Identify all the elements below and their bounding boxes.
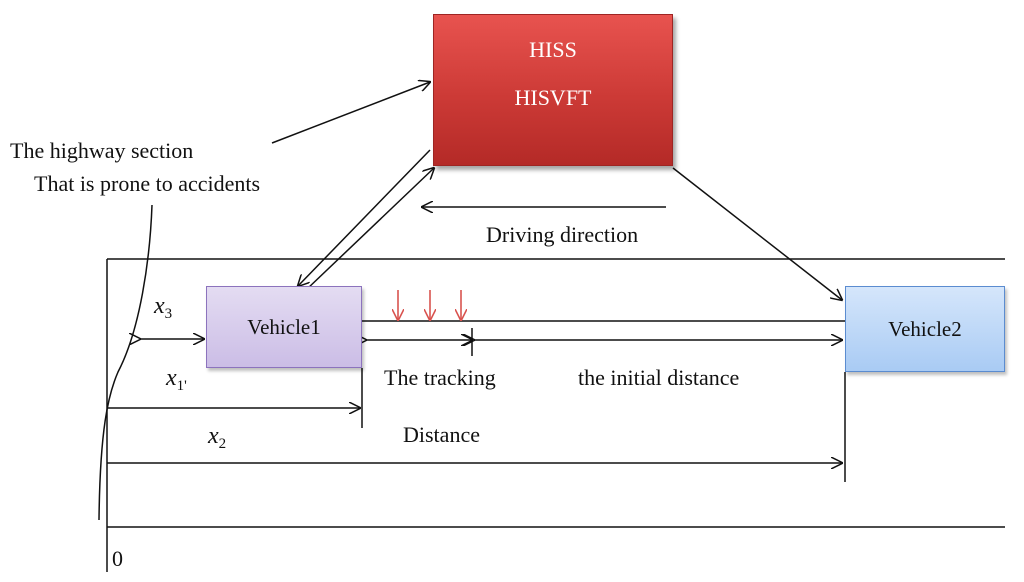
hiss-system-box: HISS HISVFT — [433, 14, 673, 166]
vehicle1-label: Vehicle1 — [247, 314, 321, 339]
x3-variable: x3 — [154, 293, 173, 322]
vehicle1-to-hiss-arrow — [305, 168, 434, 291]
x2-variable: x2 — [208, 423, 227, 452]
hiss-title: HISS — [529, 37, 577, 62]
highway-section-label: The highway section — [10, 138, 194, 163]
x1-prime-variable: x1' — [166, 365, 187, 394]
initial-distance-label: the initial distance — [578, 365, 740, 390]
vehicle2-box: Vehicle2 — [845, 286, 1005, 372]
hiss-to-vehicle1-arrow — [298, 149, 431, 286]
accident-section-pointer — [98, 204, 153, 521]
vehicle2-label: Vehicle2 — [888, 316, 962, 341]
accident-prone-label: That is prone to accidents — [34, 171, 261, 196]
hisvft-title: HISVFT — [514, 85, 592, 110]
driving-direction-label: Driving direction — [486, 222, 639, 247]
vehicle1-box: Vehicle1 — [206, 286, 362, 368]
highway-to-hiss-arrow — [271, 82, 430, 144]
hiss-to-vehicle2-arrow — [672, 167, 842, 300]
tracking-label: The tracking — [384, 365, 496, 390]
distance-label: Distance — [403, 422, 480, 447]
origin-label: 0 — [112, 546, 123, 571]
